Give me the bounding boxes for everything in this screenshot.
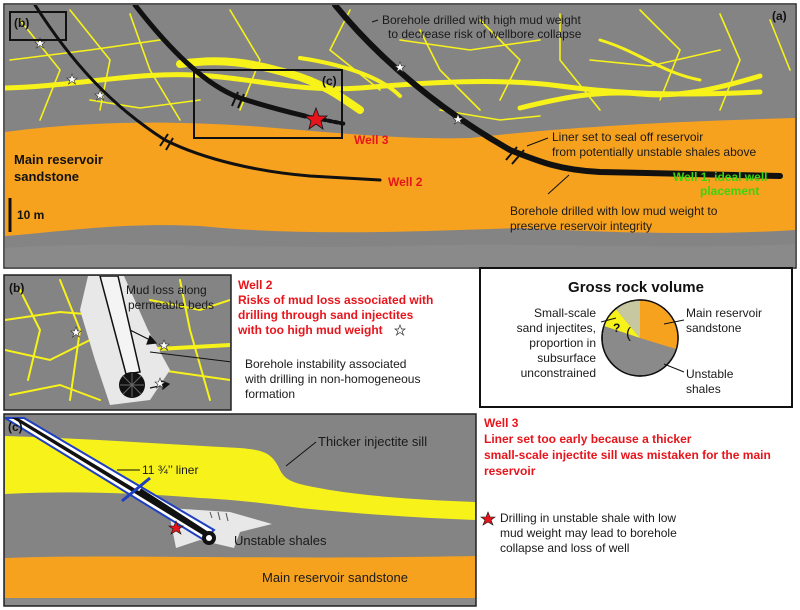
- panel-b-risk-line2: drilling through sand injectites: [238, 308, 414, 322]
- panel-b-stars: [70, 326, 170, 389]
- well-2-liner-mark: [159, 133, 174, 151]
- panel-c-drill-bit-icon: [202, 531, 216, 545]
- mud-loss-line2: permeable beds: [128, 298, 214, 312]
- small-injectites-line5: unconstrained: [521, 366, 596, 380]
- sill-label: Thicker injectite sill: [318, 434, 427, 449]
- pie-sandstone-slice: [640, 300, 678, 349]
- panel-b-title: Well 2: [238, 278, 273, 292]
- gross-rock-title: Gross rock volume: [568, 279, 704, 296]
- mud-loss-line1: Mud loss along: [126, 283, 207, 297]
- panel-c-leaders: [117, 441, 317, 471]
- small-injectites-line2: sand injectites,: [517, 321, 596, 335]
- panel-a-label: (a): [772, 9, 787, 23]
- well-3-liner-mark: [231, 91, 245, 109]
- white-star-icon: [34, 37, 46, 49]
- panel-a-leaders: [371, 19, 570, 195]
- white-star-icon: [94, 89, 106, 101]
- injectite-network: [5, 9, 791, 121]
- main-reservoir-line1: Main reservoir: [686, 306, 762, 320]
- panel-c-risk-line2: small-scale injectite sill was mistaken …: [484, 448, 771, 462]
- white-star-icon: [452, 113, 464, 125]
- thicker-injectite-sill: [5, 436, 475, 520]
- unstable-line1: Unstable: [686, 367, 734, 381]
- well-3-star-icon: [303, 106, 329, 130]
- panel-c-reservoir-label: Main reservoir sandstone: [262, 570, 408, 585]
- star-note-line3: collapse and loss of well: [500, 541, 629, 555]
- scale-label: 10 m: [17, 208, 44, 222]
- instability-line1: Borehole instability associated: [245, 357, 406, 371]
- instability-leader: [149, 351, 230, 363]
- white-star-icon: [154, 377, 166, 389]
- panel-c: (c) 11 ¾’’ liner Thicker injectite sill …: [3, 413, 477, 607]
- panel-a: (a) (b) (c) Main reservoir sandstone 10 …: [3, 3, 797, 269]
- high-mud-line1: Borehole drilled with high mud weight: [382, 13, 581, 27]
- well-1-label-line1: Well 1, ideal well: [673, 170, 767, 184]
- panel-c-title: Well 3: [484, 416, 519, 430]
- pie-question: ?: [613, 321, 620, 335]
- panel-b-borehole: [99, 276, 141, 375]
- low-mud-line1: Borehole drilled with low mud weight to: [510, 204, 718, 218]
- star-note-line2: mud weight may lead to borehole: [500, 526, 677, 540]
- pie-paren: (: [626, 325, 631, 342]
- liner-line1: Liner set to seal off reservoir: [552, 130, 703, 144]
- well-1-liner-mark: [505, 146, 525, 165]
- high-mud-line2: to decrease risk of wellbore collapse: [388, 27, 582, 41]
- red-star-icon: [480, 511, 496, 526]
- inset-c-box: [193, 69, 343, 139]
- drill-bit-icon: [119, 372, 145, 398]
- panel-c-notes: Well 3 Liner set too early because a thi…: [480, 416, 771, 555]
- well-3-label: Well 3: [354, 133, 389, 147]
- unstable-line2: shales: [686, 382, 721, 396]
- inset-c-label: (c): [322, 74, 337, 88]
- panel-b: (b) Mud loss along permeable beds Boreho…: [3, 274, 433, 411]
- panel-c-lower-shale: [5, 598, 475, 605]
- gross-rock-pie: [601, 299, 679, 377]
- inset-b-label: (b): [14, 16, 29, 30]
- well-1-trajectory: [332, 5, 783, 179]
- pie-leaders: [600, 317, 685, 373]
- small-injectites-line1: Small-scale: [534, 306, 596, 320]
- pie-injectite-slice: [604, 309, 640, 338]
- collapse-fractures: [209, 511, 229, 522]
- inset-b-box: [9, 11, 67, 41]
- panel-c-reservoir: [5, 556, 475, 598]
- unstable-shales-label: Unstable shales: [234, 533, 327, 548]
- low-mud-line2: preserve reservoir integrity: [510, 219, 652, 233]
- white-star-icon: [66, 73, 78, 85]
- well-2-label: Well 2: [388, 175, 423, 189]
- small-injectites-line4: subsurface: [537, 351, 596, 365]
- lower-shale: [5, 244, 795, 267]
- panel-b-label: (b): [9, 281, 24, 295]
- mud-loss-stars: [34, 37, 464, 125]
- panel-c-star-icon: [168, 520, 184, 535]
- reservoir-label-line1: Main reservoir: [14, 152, 103, 167]
- white-star-icon: [394, 61, 406, 73]
- well-1-label-line2: placement: [700, 184, 759, 198]
- gross-rock-volume-panel: Gross rock volume ? ( Small-scale sand i…: [479, 267, 793, 408]
- white-star-icon: [70, 326, 82, 338]
- liner-line2: from potentially unstable shales above: [552, 145, 756, 159]
- pie-uncertain-slice: [616, 300, 640, 338]
- star-note-line1: Drilling in unstable shale with low: [500, 511, 676, 525]
- panel-c-risk-line1: Liner set too early because a thicker: [484, 432, 692, 446]
- panel-c-borehole: [5, 417, 216, 542]
- white-star-icon: [158, 339, 170, 351]
- reservoir-label-line2: sandstone: [14, 169, 79, 184]
- white-star-icon: [394, 324, 406, 337]
- main-reservoir-line2: sandstone: [686, 321, 742, 335]
- liner-shoe: [121, 476, 151, 503]
- instability-line3: formation: [245, 387, 295, 401]
- panel-c-risk-line3: reservoir: [484, 464, 536, 478]
- panel-c-label: (c): [8, 420, 23, 434]
- panel-b-risk-line3: with too high mud weight: [237, 323, 383, 337]
- liner-label: 11 ¾’’ liner: [142, 463, 198, 477]
- small-injectites-line3: proportion in: [529, 336, 596, 350]
- panel-b-risk-line1: Risks of mud loss associated with: [238, 293, 433, 307]
- reservoir-sandstone: [5, 118, 795, 236]
- instability-line2: with drilling in non-homogeneous: [244, 372, 420, 386]
